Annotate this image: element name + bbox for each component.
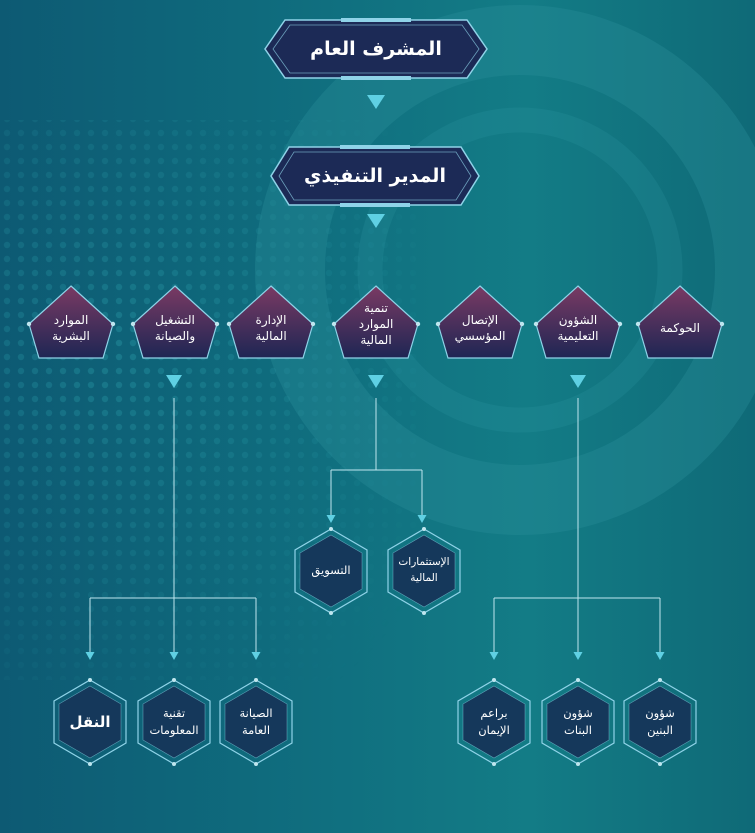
hexagon-shape (457, 678, 531, 766)
general-supervisor-title: المشرف العام (310, 38, 442, 60)
unit-label: التسويق (311, 563, 351, 578)
unit-label: النقل (69, 712, 111, 731)
unit-marketing[interactable]: التسويق (291, 527, 371, 615)
banner-shape (264, 18, 488, 80)
hexagon-shape (541, 678, 615, 766)
pentagon-shape (26, 285, 116, 359)
pentagon-shape (435, 285, 525, 359)
pentagon-shape (635, 285, 725, 359)
hexagon-shape (219, 678, 293, 766)
dept-governance[interactable]: الحوكمة (634, 282, 726, 362)
hexagon-shape (387, 527, 461, 615)
pentagon-shape (533, 285, 623, 359)
hexagon-shape (294, 527, 368, 615)
unit-transport[interactable]: النقل (50, 678, 130, 766)
hexagon-shape (137, 678, 211, 766)
hexagon-shape (623, 678, 697, 766)
pentagon-shape (226, 285, 316, 359)
dept-label: الحوكمة (659, 320, 701, 335)
banner-shape (270, 145, 480, 207)
executive-director-box[interactable]: المدير التنفيذي (269, 145, 481, 207)
hexagon-shape (53, 678, 127, 766)
pentagon-shape (331, 285, 421, 359)
general-supervisor-box[interactable]: المشرف العام (263, 18, 489, 80)
executive-director-title: المدير التنفيذي (304, 165, 446, 187)
pentagon-shape (130, 285, 220, 359)
